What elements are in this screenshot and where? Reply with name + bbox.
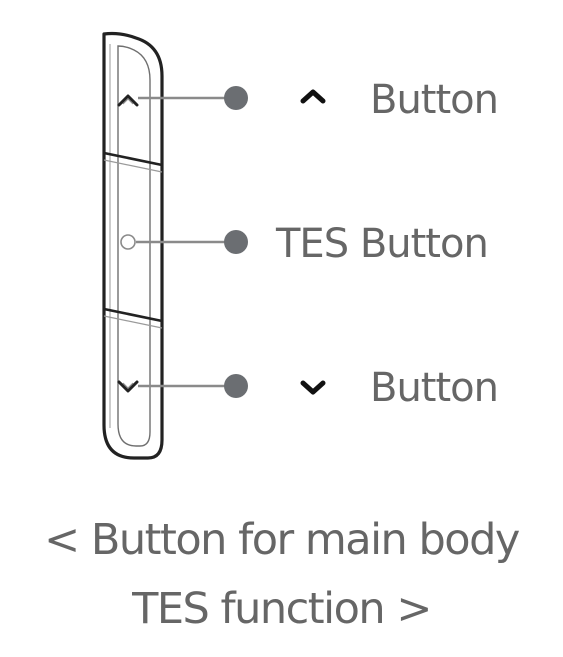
down-button-label: Button — [370, 365, 499, 411]
device-up-chevron-icon — [117, 94, 139, 107]
caption-line-2: TES function > — [132, 584, 432, 634]
segment-divider-bottom — [103, 307, 163, 329]
tes-button-label: TES Button — [276, 221, 489, 267]
device-tes-circle-icon — [120, 234, 136, 250]
up-button-label: Button — [370, 77, 499, 123]
leader-dot-tes — [224, 230, 248, 254]
label-chevron-up-icon — [300, 89, 326, 104]
caption-line-1: < Button for main body — [44, 515, 520, 565]
device-down-chevron-icon — [117, 380, 139, 393]
leader-dot-down — [224, 374, 248, 398]
leader-dot-up — [224, 86, 248, 110]
segment-divider-top — [103, 151, 163, 173]
label-chevron-down-icon — [300, 380, 326, 395]
